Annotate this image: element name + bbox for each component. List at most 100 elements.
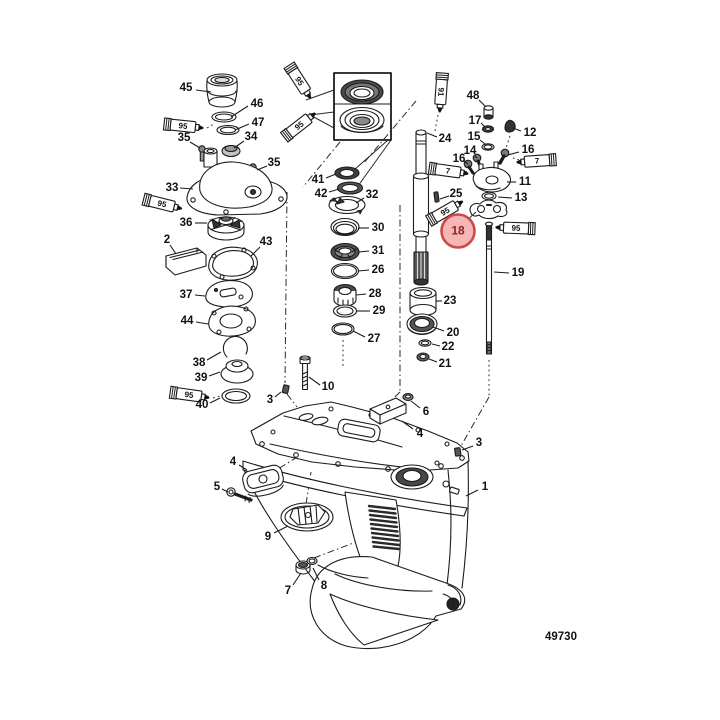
part-label-6[interactable]: 6 bbox=[423, 406, 429, 418]
leader-37 bbox=[194, 294, 206, 297]
leader-10 bbox=[308, 376, 321, 386]
part-label-28[interactable]: 28 bbox=[369, 288, 382, 300]
part-label-16[interactable]: 16 bbox=[453, 153, 466, 165]
part-label-2[interactable]: 2 bbox=[164, 234, 170, 246]
part-label-24[interactable]: 24 bbox=[439, 133, 452, 145]
part-label-45[interactable]: 45 bbox=[180, 82, 193, 94]
part-label-38[interactable]: 38 bbox=[193, 357, 206, 369]
part-label-7[interactable]: 7 bbox=[285, 585, 291, 597]
part-label-13[interactable]: 13 bbox=[515, 192, 528, 204]
bearing-cup-28 bbox=[333, 283, 357, 307]
leader-24 bbox=[426, 132, 438, 138]
part-label-32[interactable]: 32 bbox=[366, 189, 379, 201]
part-label-36[interactable]: 36 bbox=[180, 217, 193, 229]
part-label-35[interactable]: 35 bbox=[178, 132, 191, 144]
part-label-27[interactable]: 27 bbox=[368, 333, 381, 345]
part-label-44[interactable]: 44 bbox=[181, 315, 194, 327]
highlight-layer: 18 bbox=[440, 211, 477, 249]
part-label-21[interactable]: 21 bbox=[439, 358, 452, 370]
part-label-9[interactable]: 9 bbox=[265, 531, 271, 543]
propshaft-exit bbox=[446, 597, 460, 611]
nut-6 bbox=[402, 392, 414, 402]
part-label-42[interactable]: 42 bbox=[315, 188, 328, 200]
construction-line bbox=[286, 393, 298, 408]
leader-38 bbox=[206, 351, 222, 361]
part-label-48[interactable]: 48 bbox=[467, 90, 480, 102]
bearing-race-30 bbox=[330, 217, 360, 237]
part-label-46[interactable]: 46 bbox=[251, 98, 264, 110]
part-label-43[interactable]: 43 bbox=[260, 236, 273, 248]
leader-21 bbox=[428, 358, 438, 363]
sealant-tube-95: 95 bbox=[279, 112, 316, 143]
part-label-5[interactable]: 5 bbox=[214, 481, 221, 493]
part-label-41[interactable]: 41 bbox=[312, 174, 325, 186]
part-label-12[interactable]: 12 bbox=[524, 127, 537, 139]
leader-5 bbox=[221, 488, 229, 493]
part-label-8[interactable]: 8 bbox=[321, 580, 328, 592]
part-label-39[interactable]: 39 bbox=[195, 372, 208, 384]
part-label-30[interactable]: 30 bbox=[372, 222, 385, 234]
part-label-40[interactable]: 40 bbox=[196, 399, 209, 411]
part-label-4[interactable]: 4 bbox=[230, 456, 237, 468]
nut-21 bbox=[416, 352, 430, 362]
deck-oval-hole bbox=[298, 413, 314, 421]
skeg bbox=[329, 593, 439, 646]
part-label-16[interactable]: 16 bbox=[522, 144, 535, 156]
part-label-47[interactable]: 47 bbox=[252, 117, 265, 129]
leader-16 bbox=[463, 160, 469, 165]
part-label-3[interactable]: 3 bbox=[476, 437, 482, 449]
part-label-25[interactable]: 25 bbox=[450, 188, 463, 200]
highlighted-part-label[interactable]: 18 bbox=[451, 224, 465, 238]
anode-2 bbox=[165, 247, 207, 276]
part-label-31[interactable]: 31 bbox=[372, 245, 385, 257]
seal-42 bbox=[336, 181, 364, 195]
leader-44 bbox=[195, 321, 209, 325]
leader-42 bbox=[328, 188, 340, 193]
part-label-29[interactable]: 29 bbox=[373, 305, 386, 317]
driveshaft-cavity-inner bbox=[342, 423, 376, 438]
bearing-20 bbox=[406, 313, 438, 335]
face-plate-37 bbox=[205, 280, 253, 308]
seal-stack-group bbox=[328, 72, 392, 336]
part-label-19[interactable]: 19 bbox=[512, 267, 525, 279]
drain-plug-7 bbox=[295, 560, 311, 575]
part-label-33[interactable]: 33 bbox=[166, 182, 179, 194]
washer-17 bbox=[481, 125, 495, 133]
leader-1 bbox=[465, 489, 479, 497]
part-label-35[interactable]: 35 bbox=[268, 157, 281, 169]
water-pump-group bbox=[165, 73, 288, 404]
part-label-37[interactable]: 37 bbox=[180, 289, 193, 301]
sealant-tube-7: 7 bbox=[516, 153, 557, 168]
leader-6 bbox=[410, 400, 421, 409]
anode-4-left bbox=[242, 464, 284, 497]
part-label-15[interactable]: 15 bbox=[468, 131, 481, 143]
part-label-1[interactable]: 1 bbox=[482, 481, 489, 493]
part-label-34[interactable]: 34 bbox=[245, 131, 258, 143]
reference-line bbox=[305, 89, 335, 101]
driveshaft-cavity bbox=[337, 418, 381, 443]
leader-3 bbox=[274, 391, 282, 398]
highlighted-part-circle[interactable] bbox=[440, 213, 476, 249]
part-label-4[interactable]: 4 bbox=[417, 428, 424, 440]
part-label-3[interactable]: 3 bbox=[267, 394, 273, 406]
part-label-22[interactable]: 22 bbox=[442, 341, 455, 353]
leader-17 bbox=[480, 122, 486, 128]
leader-4 bbox=[401, 420, 414, 430]
part-label-23[interactable]: 23 bbox=[444, 295, 457, 307]
part-label-26[interactable]: 26 bbox=[372, 264, 385, 276]
anti-ventilation-plate bbox=[242, 460, 468, 517]
shift-cam-18 bbox=[469, 199, 508, 220]
gasket-44 bbox=[208, 305, 256, 337]
leader-32 bbox=[355, 197, 365, 204]
part-label-17[interactable]: 17 bbox=[469, 115, 482, 127]
leader-9 bbox=[273, 525, 289, 534]
part-label-14[interactable]: 14 bbox=[464, 145, 477, 157]
part-label-20[interactable]: 20 bbox=[447, 327, 460, 339]
part-label-10[interactable]: 10 bbox=[322, 381, 335, 393]
svg-text:95: 95 bbox=[178, 121, 188, 131]
sealant-tube-95: 95 bbox=[168, 385, 210, 403]
part-label-11[interactable]: 11 bbox=[519, 176, 532, 188]
leader-8 bbox=[312, 567, 320, 581]
gear-housing bbox=[242, 401, 470, 650]
cap-34 bbox=[221, 144, 241, 158]
